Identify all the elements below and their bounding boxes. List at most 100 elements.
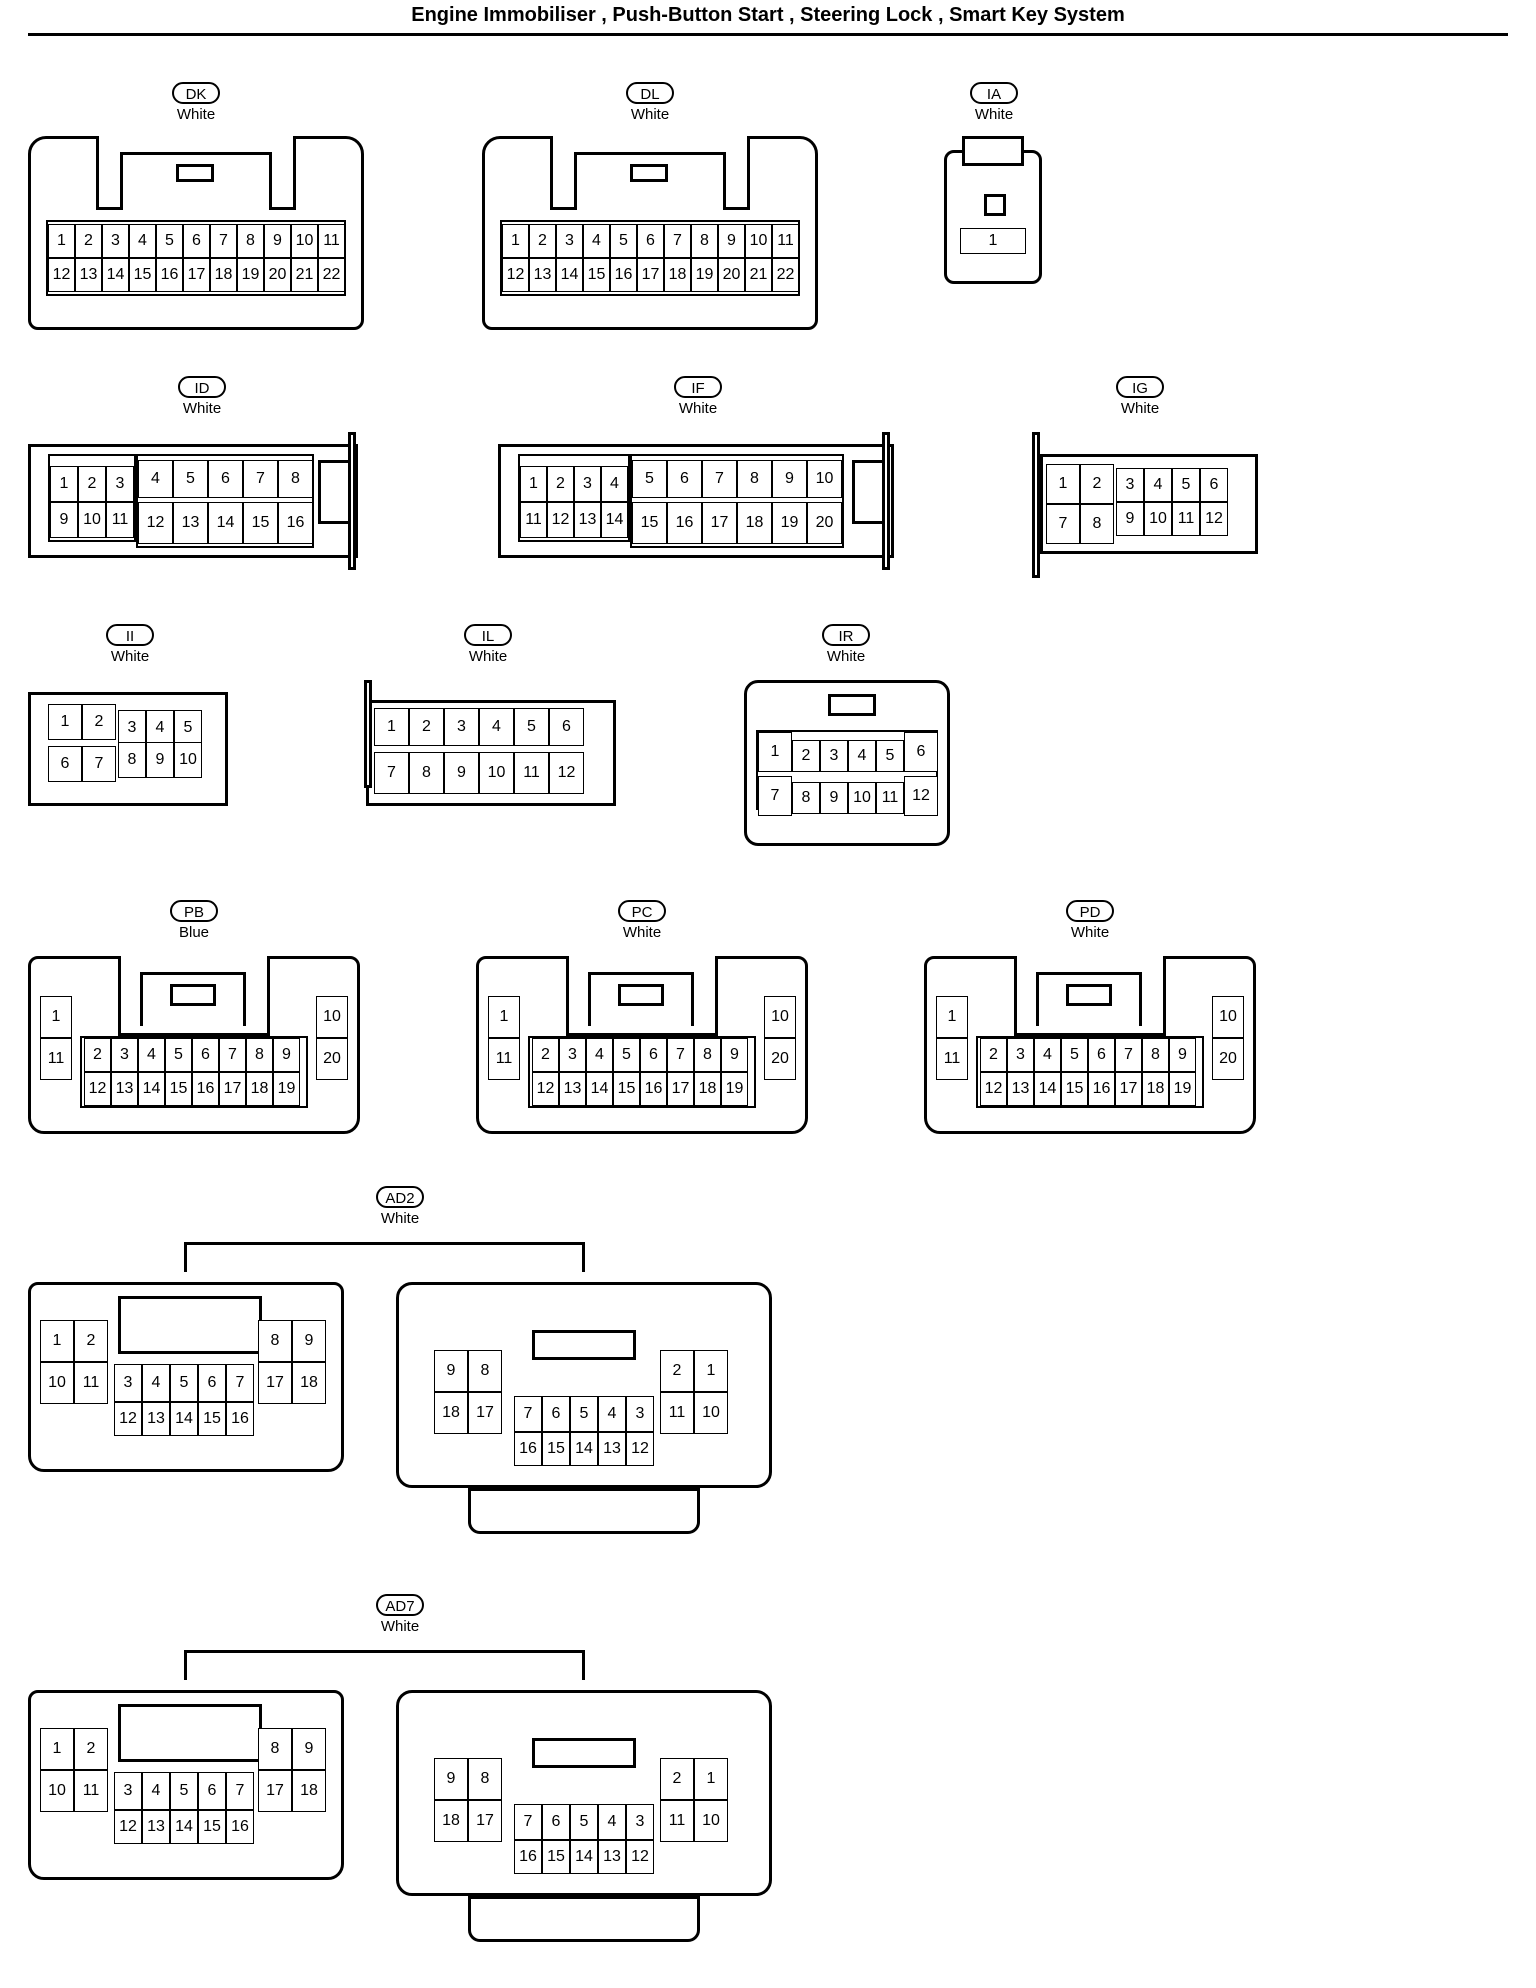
pin-pb-12: 12 — [84, 1072, 111, 1106]
pin-pd-18: 18 — [1142, 1072, 1169, 1106]
connector-color-ad7: White — [380, 1618, 420, 1635]
pin-ad2-5: 5 — [570, 1396, 598, 1432]
pin-dk-13: 13 — [75, 258, 102, 292]
connector-flange-if — [882, 432, 890, 570]
pin-pb-11: 11 — [40, 1038, 72, 1080]
pin-ad2-9: 9 — [434, 1350, 468, 1392]
pin-id-3: 3 — [106, 466, 134, 502]
pin-ad7-14: 14 — [170, 1810, 198, 1844]
pin-pb-19: 19 — [273, 1072, 300, 1106]
pin-il-3: 3 — [444, 708, 479, 746]
pin-ad2-13: 13 — [598, 1432, 626, 1466]
pin-pd-1: 1 — [936, 996, 968, 1038]
pin-ir-1: 1 — [758, 732, 792, 772]
pin-if-7: 7 — [702, 460, 737, 498]
pin-ad2-8: 8 — [258, 1320, 292, 1362]
pin-pd-2: 2 — [980, 1038, 1007, 1072]
pin-dl-4: 4 — [583, 224, 610, 258]
pin-dl-21: 21 — [745, 258, 772, 292]
pin-ii-6: 6 — [48, 746, 82, 782]
pin-ad7-4: 4 — [142, 1772, 170, 1810]
pin-ad7-7: 7 — [226, 1772, 254, 1810]
pin-pd-7: 7 — [1115, 1038, 1142, 1072]
pin-ia-1: 1 — [960, 228, 1026, 254]
pin-dk-10: 10 — [291, 224, 318, 258]
pin-ad7-12: 12 — [626, 1840, 654, 1874]
pin-ad7-15: 15 — [198, 1810, 226, 1844]
pin-ad2-8: 8 — [468, 1350, 502, 1392]
pin-ig-11: 11 — [1172, 502, 1200, 536]
pin-dl-18: 18 — [664, 258, 691, 292]
pin-id-7: 7 — [243, 460, 278, 498]
pin-ii-4: 4 — [146, 710, 174, 746]
pin-il-9: 9 — [444, 752, 479, 794]
pin-dl-10: 10 — [745, 224, 772, 258]
pin-pc-1: 1 — [488, 996, 520, 1038]
pin-il-6: 6 — [549, 708, 584, 746]
pin-ad7-9: 9 — [292, 1728, 326, 1770]
pin-ig-6: 6 — [1200, 468, 1228, 502]
bracket-right — [582, 1650, 585, 1680]
page-title: Engine Immobiliser , Push-Button Start ,… — [411, 4, 1125, 26]
pin-dk-18: 18 — [210, 258, 237, 292]
connector-code-id: ID — [178, 376, 226, 398]
pin-if-13: 13 — [574, 502, 601, 538]
pin-ad2-7: 7 — [514, 1396, 542, 1432]
pin-ir-8: 8 — [792, 782, 820, 814]
connector-code-ad2: AD2 — [376, 1186, 424, 1208]
pin-ig-10: 10 — [1144, 502, 1172, 536]
pin-ad2-3: 3 — [626, 1396, 654, 1432]
pin-pc-12: 12 — [532, 1072, 559, 1106]
pin-ad7-5: 5 — [170, 1772, 198, 1810]
pin-ad7-9: 9 — [434, 1758, 468, 1800]
pin-id-4: 4 — [138, 460, 173, 498]
pin-ig-4: 4 — [1144, 468, 1172, 502]
connector-latch-right — [532, 1738, 636, 1768]
pin-ig-1: 1 — [1046, 464, 1080, 504]
connector-color-dl: White — [630, 106, 670, 123]
pin-il-7: 7 — [374, 752, 409, 794]
pin-pc-18: 18 — [694, 1072, 721, 1106]
pin-pb-9: 9 — [273, 1038, 300, 1072]
pin-ir-7: 7 — [758, 776, 792, 816]
pin-ad2-10: 10 — [694, 1392, 728, 1434]
pin-ad7-2: 2 — [660, 1758, 694, 1800]
pin-pd-13: 13 — [1007, 1072, 1034, 1106]
connector-latch-left — [118, 1296, 262, 1354]
pin-pb-20: 20 — [316, 1038, 348, 1080]
pin-id-8: 8 — [278, 460, 313, 498]
pin-ad7-11: 11 — [660, 1800, 694, 1842]
pin-pc-11: 11 — [488, 1038, 520, 1080]
pin-ad2-17: 17 — [258, 1362, 292, 1404]
pin-pb-13: 13 — [111, 1072, 138, 1106]
pin-id-11: 11 — [106, 502, 134, 538]
pin-il-10: 10 — [479, 752, 514, 794]
pin-pd-17: 17 — [1115, 1072, 1142, 1106]
pin-if-10: 10 — [807, 460, 842, 498]
pin-il-2: 2 — [409, 708, 444, 746]
pin-ig-8: 8 — [1080, 504, 1114, 544]
connector-latch-right — [532, 1330, 636, 1360]
pin-ad7-5: 5 — [570, 1804, 598, 1840]
pin-pd-16: 16 — [1088, 1072, 1115, 1106]
pin-dl-13: 13 — [529, 258, 556, 292]
pin-ii-5: 5 — [174, 710, 202, 746]
connector-code-ia: IA — [970, 82, 1018, 104]
pin-pb-18: 18 — [246, 1072, 273, 1106]
connector-color-il: White — [468, 648, 508, 665]
connector-code-dk: DK — [172, 82, 220, 104]
connector-color-ia: White — [974, 106, 1014, 123]
connector-code-il: IL — [464, 624, 512, 646]
pin-ad2-12: 12 — [114, 1402, 142, 1436]
pin-ad7-17: 17 — [468, 1800, 502, 1842]
pin-ad7-8: 8 — [258, 1728, 292, 1770]
pin-ir-6: 6 — [904, 732, 938, 772]
pin-pd-15: 15 — [1061, 1072, 1088, 1106]
pin-ad2-14: 14 — [170, 1402, 198, 1436]
bracket-right — [582, 1242, 585, 1272]
pin-if-11: 11 — [520, 502, 547, 538]
pin-ig-3: 3 — [1116, 468, 1144, 502]
pin-ad7-17: 17 — [258, 1770, 292, 1812]
pin-pb-7: 7 — [219, 1038, 246, 1072]
pin-dk-21: 21 — [291, 258, 318, 292]
